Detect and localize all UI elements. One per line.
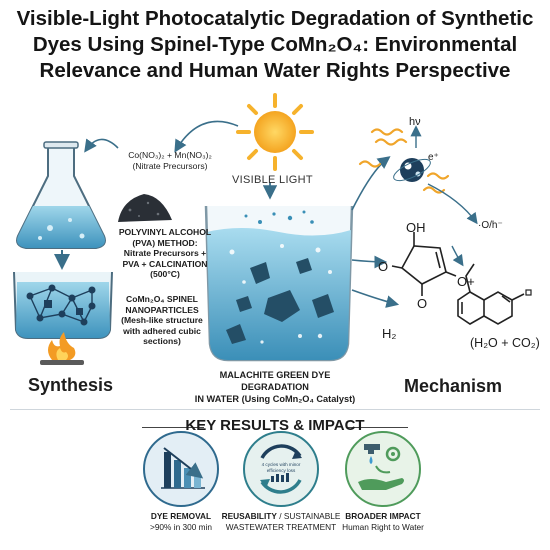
- oh-label: OH: [406, 220, 426, 235]
- precursor-label: Co(NO₃)₂ + Mn(NO₃)₂ (Nitrate Precursors): [128, 150, 212, 171]
- flame-icon: [40, 332, 84, 365]
- page-title: Visible-Light Photocatalytic Degradation…: [16, 7, 534, 82]
- oxonium-label: O+: [457, 274, 475, 289]
- flow-arrow: [84, 138, 119, 153]
- water-tap-hand-icon: [345, 431, 421, 507]
- recycle-cycle-icon: 4 cycles with minor efficiency loss: [243, 431, 319, 507]
- broader-impact-result: BROADER IMPACT Human Right to Water: [342, 511, 424, 532]
- erlenmeyer-flask-icon: [16, 141, 106, 249]
- reaction-beaker-icon: [204, 205, 354, 362]
- flow-arrow: [427, 183, 478, 225]
- flow-arrow: [451, 245, 464, 267]
- results-icons: 4 cycles with minor efficiency loss: [143, 431, 421, 507]
- dye-removal-result: DYE REMOVAL >90% in 300 min: [149, 511, 213, 532]
- mechanism-section-title: Mechanism: [404, 376, 503, 396]
- electron-label: e⁺: [428, 152, 439, 163]
- flow-arrow: [174, 120, 239, 153]
- title-rule-left: [142, 427, 204, 428]
- synthesis-section-title: Synthesis: [28, 375, 114, 395]
- products-label: (H₂O + CO₂): [470, 336, 540, 350]
- flow-arrow: [351, 289, 400, 308]
- pva-method-label: POLYVINYL ALCOHOL (PVA) METHOD: Nitrate …: [118, 227, 212, 279]
- title-rule-right: [346, 427, 408, 428]
- sun-icon: [236, 93, 314, 171]
- molecule-structure-icon: [391, 232, 457, 296]
- oxygen-label: O: [417, 296, 428, 311]
- powder-pile-icon: [118, 194, 172, 222]
- visible-light-label: VISIBLE LIGHT: [232, 174, 313, 186]
- degradation-label: MALACHITE GREEN DYE DEGRADATION IN WATER…: [194, 370, 356, 404]
- reusability-note: 4 cycles with minor: [262, 462, 301, 467]
- electron-orbit-icon: [393, 158, 431, 182]
- nanoparticle-label: CoMn₂O₄ SPINEL NANOPARTICLES (Mesh-like …: [121, 294, 203, 346]
- hydrogen-label: H₂: [382, 326, 397, 341]
- bar-decrease-icon: [143, 431, 219, 507]
- oxygen-label: O: [378, 259, 389, 274]
- flow-arrow: [351, 156, 391, 211]
- reusability-result: REUSABILITY / SUSTAINABLE WASTEWATER TRE…: [221, 511, 341, 532]
- radical-label: ·O/h⁻: [478, 220, 503, 231]
- flow-arrow: [351, 255, 388, 269]
- photon-label: hν: [409, 116, 421, 128]
- section-divider: [10, 409, 540, 410]
- nanoparticle-beaker-icon: [13, 271, 113, 339]
- reusability-note: efficiency loss: [267, 468, 296, 473]
- product-molecule-icon: [457, 263, 525, 325]
- results-title: KEY RESULTS & IMPACT: [185, 417, 365, 434]
- light-wave-icon: [358, 128, 450, 194]
